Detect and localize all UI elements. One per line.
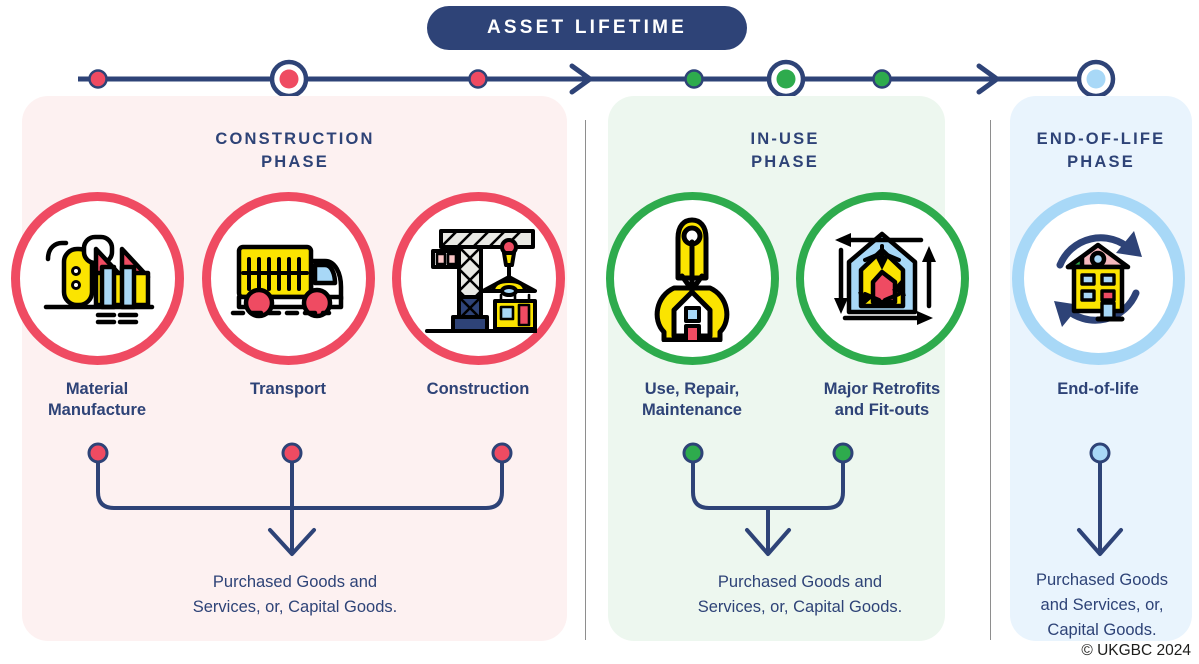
phase-title-in-use: IN-USE PHASE	[665, 128, 905, 174]
retrofit-house-icon	[834, 231, 936, 325]
connector-construction	[87, 442, 513, 556]
timeline-dot-inuse	[776, 69, 796, 89]
recycle-house-icon	[1054, 230, 1142, 327]
icon-label-construction: Construction	[388, 379, 568, 400]
caption-end-of-life-line1: Purchased Goods	[1035, 571, 1169, 589]
connector-end-of-life	[1077, 442, 1123, 556]
crane-icon	[425, 228, 537, 333]
connector-in-use	[682, 442, 854, 556]
icon-ring-use	[605, 192, 779, 365]
timeline-arrow-1-icon	[569, 63, 593, 95]
node-transport: Transport	[198, 192, 378, 400]
panel-divider-2	[990, 120, 991, 640]
caption-construction-line1: Purchased Goods and	[212, 573, 378, 591]
timeline	[78, 59, 1116, 99]
connector-dot-construction	[491, 442, 513, 464]
node-construction: Construction	[388, 192, 568, 400]
icon-label-use-line2: Maintenance	[642, 401, 742, 419]
truck-icon	[230, 244, 344, 318]
icon-ring-endoflife	[1011, 192, 1185, 365]
phase-title-construction-line1: CONSTRUCTION	[215, 130, 375, 148]
caption-in-use-line2: Services, or, Capital Goods.	[697, 598, 903, 616]
caption-in-use-line1: Purchased Goods and	[717, 573, 883, 591]
icon-ring-material	[10, 192, 184, 365]
phase-title-construction-line2: PHASE	[261, 153, 329, 171]
timeline-dot-endoflife	[1086, 69, 1106, 89]
icon-ring-transport	[201, 192, 375, 365]
icon-label-use-line1: Use, Repair,	[644, 380, 740, 398]
connector-dot-transport	[281, 442, 303, 464]
icon-label-transport-line1: Transport	[249, 380, 327, 398]
timeline-dot-construction	[468, 69, 488, 89]
connector-dot-use	[682, 442, 704, 464]
icon-label-material-manufacture: Material Manufacture	[7, 379, 187, 421]
phase-title-end-of-life-line1: END-OF-LIFE	[1036, 130, 1166, 148]
caption-end-of-life: Purchased Goods and Services, or, Capita…	[1014, 568, 1190, 643]
icon-label-transport: Transport	[198, 379, 378, 400]
timeline-dot-use	[684, 69, 704, 89]
caption-in-use: Purchased Goods and Services, or, Capita…	[650, 570, 950, 620]
icon-label-major-retrofits: Major Retrofits and Fit-outs	[792, 379, 972, 421]
node-material-manufacture: Material Manufacture	[7, 192, 187, 421]
icon-label-end-of-life: End-of-life	[1008, 379, 1188, 400]
caption-end-of-life-line3: Capital Goods.	[1047, 621, 1157, 639]
connector-dot-endoflife	[1089, 442, 1111, 464]
timeline-dot-retrofit	[872, 69, 892, 89]
connector-dot-material	[87, 442, 109, 464]
wrench-house-icon	[654, 217, 730, 342]
icon-label-endoflife-line1: End-of-life	[1057, 380, 1139, 398]
factory-icon	[43, 234, 154, 324]
icon-label-construction-line1: Construction	[426, 380, 530, 398]
caption-end-of-life-line2: and Services, or,	[1040, 596, 1164, 614]
phase-title-construction: CONSTRUCTION PHASE	[130, 128, 460, 174]
phase-title-end-of-life-line2: PHASE	[1067, 153, 1135, 171]
node-use-repair-maintenance: Use, Repair, Maintenance	[602, 192, 782, 421]
panel-in-use-phase	[608, 96, 945, 641]
timeline-arrow-2-icon	[976, 63, 1000, 95]
phase-title-in-use-line1: IN-USE	[750, 130, 820, 148]
node-end-of-life: End-of-life	[1008, 192, 1188, 400]
caption-construction: Purchased Goods and Services, or, Capita…	[130, 570, 460, 620]
icon-label-retrofit-line1: Major Retrofits	[823, 380, 941, 398]
header-title: ASSET LIFETIME	[487, 17, 687, 38]
panel-divider-1	[585, 120, 586, 640]
timeline-dot-material	[88, 69, 108, 89]
icon-label-material-line1: Material	[65, 380, 129, 398]
header-badge: ASSET LIFETIME	[427, 6, 747, 50]
timeline-dot-transport	[279, 69, 299, 89]
icon-label-material-line2: Manufacture	[47, 401, 147, 419]
phase-title-in-use-line2: PHASE	[751, 153, 819, 171]
icon-label-use-repair: Use, Repair, Maintenance	[602, 379, 782, 421]
connector-dot-retrofit	[832, 442, 854, 464]
icon-label-retrofit-line2: and Fit-outs	[834, 401, 930, 419]
icon-ring-retrofit	[795, 192, 969, 365]
phase-title-end-of-life: END-OF-LIFE PHASE	[1012, 128, 1190, 174]
icon-ring-construction	[391, 192, 565, 365]
copyright-credit: © UKGBC 2024	[1081, 642, 1191, 659]
node-major-retrofits: Major Retrofits and Fit-outs	[792, 192, 972, 421]
caption-construction-line2: Services, or, Capital Goods.	[192, 598, 398, 616]
